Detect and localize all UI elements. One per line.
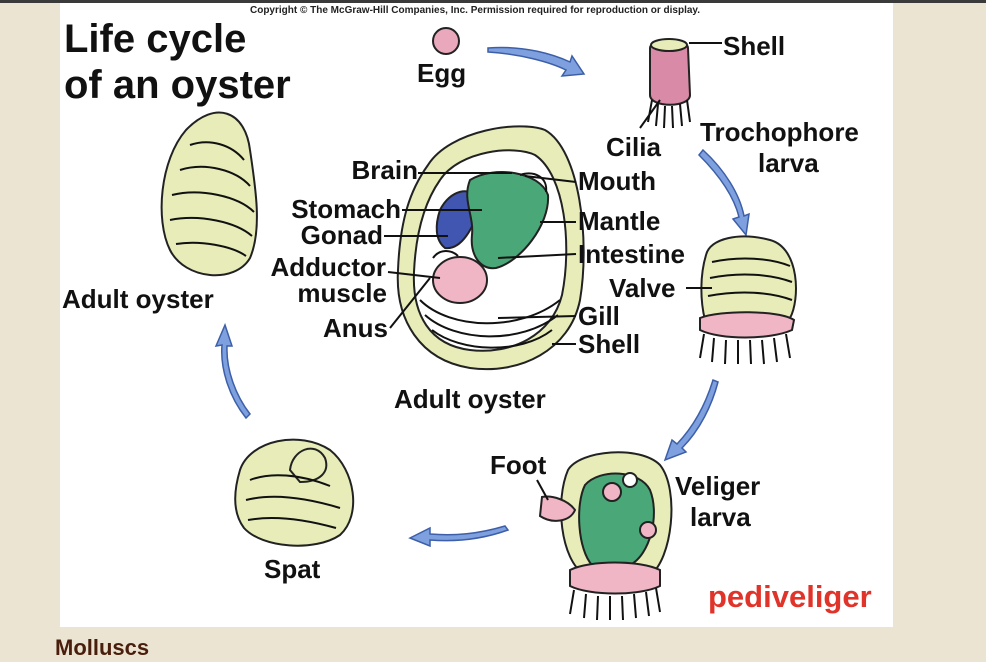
- arrow-spat-to-adult: [214, 322, 251, 420]
- window-top-border: [0, 0, 986, 3]
- gill-label: Gill: [578, 301, 620, 331]
- adductor-muscle-leader: [387, 271, 441, 279]
- trochophore-shell-label: Shell: [723, 31, 785, 61]
- valve-label: Valve: [609, 273, 676, 303]
- arrow-trochophore-to-veliger: [697, 148, 750, 237]
- foot-leader: [536, 479, 549, 501]
- trochophore-larva-illustration: [647, 38, 692, 129]
- oyster-life-cycle-figure: Copyright © The McGraw-Hill Companies, I…: [60, 3, 893, 627]
- stomach-label: Stomach: [291, 194, 401, 224]
- egg-label: Egg: [417, 58, 466, 88]
- copyright-notice: Copyright © The McGraw-Hill Companies, I…: [250, 5, 700, 16]
- arrow-egg-to-trochophore: [487, 46, 586, 77]
- arrow-valve-to-veliger: [663, 379, 719, 462]
- anus-leader: [389, 277, 431, 329]
- veliger-label-line-2: larva: [690, 502, 751, 532]
- mantle-label: Mantle: [578, 206, 660, 236]
- gill-leader: [497, 315, 577, 319]
- veliger-label-line-1: Veliger: [675, 471, 760, 501]
- spat-illustration: [234, 438, 355, 547]
- trochophore-label-line-1: Trochophore: [700, 117, 859, 147]
- center-shell-label: Shell: [578, 329, 640, 359]
- trochophore-cilia-leader: [639, 99, 661, 129]
- egg-illustration: [432, 27, 460, 55]
- section-heading-molluscs: Molluscs: [55, 635, 150, 660]
- arrow-veliger-to-spat: [408, 525, 510, 548]
- mouth-label: Mouth: [578, 166, 656, 196]
- adult-oyster-center-label: Adult oyster: [394, 384, 546, 414]
- mouth-leader: [524, 175, 577, 183]
- diagram-title-line-2: of an oyster: [64, 63, 291, 107]
- brain-label: Brain: [352, 155, 418, 185]
- adult-oyster-exterior-illustration: [160, 111, 258, 277]
- intestine-label: Intestine: [578, 239, 685, 269]
- intestine-leader: [497, 253, 577, 259]
- gonad-label: Gonad: [301, 220, 383, 250]
- trochophore-label-line-2: larva: [758, 148, 819, 178]
- foot-label: Foot: [490, 450, 547, 480]
- life-cycle-diagram: Copyright © The McGraw-Hill Companies, I…: [62, 5, 872, 621]
- spat-label: Spat: [264, 554, 321, 584]
- muscle-label: muscle: [297, 278, 387, 308]
- diagram-title-line-1: Life cycle: [64, 17, 246, 61]
- adductor-label: Adductor: [270, 252, 386, 282]
- adult-oyster-left-label: Adult oyster: [62, 284, 214, 314]
- adult-oyster-anatomy-illustration: [396, 125, 585, 371]
- anus-label: Anus: [323, 313, 388, 343]
- veliger-larva-illustration: [538, 451, 673, 621]
- pediveliger-annotation: pediveliger: [708, 579, 872, 614]
- trochophore-cilia-label: Cilia: [606, 132, 661, 162]
- valve-larva-illustration: [699, 235, 797, 365]
